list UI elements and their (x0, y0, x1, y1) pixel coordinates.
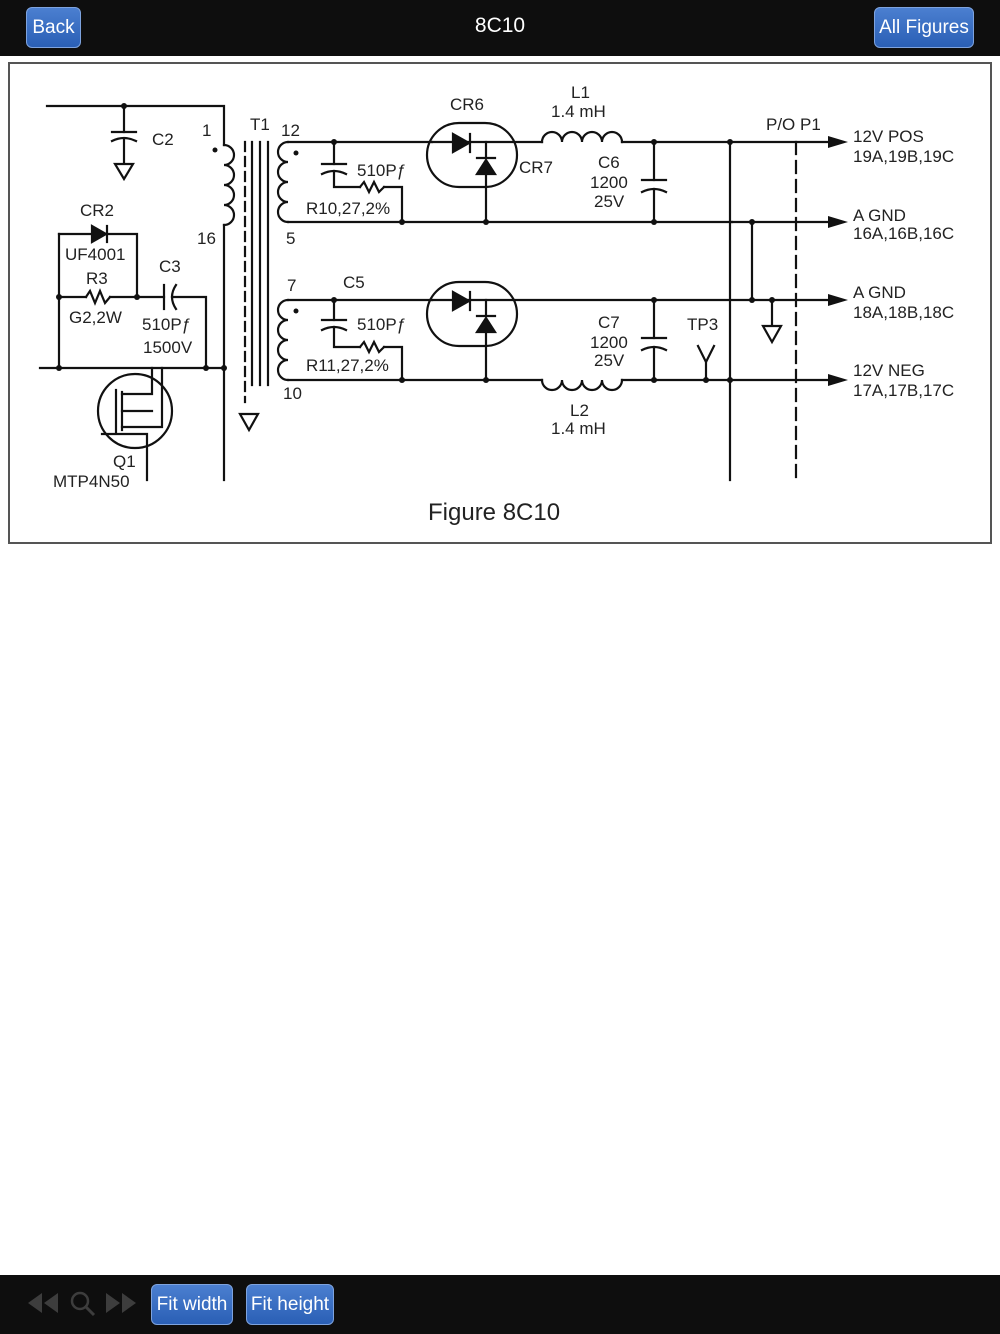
label-12v-neg: 12V NEG (853, 361, 925, 380)
label-cr6: CR6 (450, 95, 484, 114)
label-pin-10: 10 (283, 384, 302, 403)
label-c2: C2 (152, 130, 174, 149)
label-l1: L1 (571, 83, 590, 102)
label-c6: C6 (598, 153, 620, 172)
search-icon[interactable] (70, 1291, 96, 1317)
label-uf4001: UF4001 (65, 245, 125, 264)
label-c3-value: 510Pƒ (142, 315, 191, 334)
label-c7-voltage: 25V (594, 351, 625, 370)
bottom-toolbar (0, 1275, 1000, 1334)
page-title: 8C10 (474, 14, 526, 37)
label-c3: C3 (159, 257, 181, 276)
label-tp3: TP3 (687, 315, 718, 334)
top-toolbar (0, 0, 1000, 56)
label-c-510pf-upper: 510Pƒ (357, 161, 406, 180)
label-l2-value: 1.4 mH (551, 419, 606, 438)
figure-frame: C2 1 T1 12 CR6 L1 1.4 mH P/O P1 12V POS … (8, 62, 992, 544)
label-cr7: CR7 (519, 158, 553, 177)
label-c6-value: 1200 (590, 173, 628, 192)
label-g2-2w: G2,2W (69, 308, 122, 327)
label-a-gnd-2: A GND (853, 283, 906, 302)
label-l1-value: 1.4 mH (551, 102, 606, 121)
fast-forward-icon[interactable] (104, 1291, 138, 1315)
label-pin-1: 1 (202, 121, 211, 140)
label-c3-voltage: 1500V (143, 338, 193, 357)
label-c5: C5 (343, 273, 365, 292)
label-q1: Q1 (113, 452, 136, 471)
label-c-510pf-lower: 510Pƒ (357, 315, 406, 334)
label-cr2: CR2 (80, 201, 114, 220)
label-l2: L2 (570, 401, 589, 420)
label-a-gnd-1: A GND (853, 206, 906, 225)
label-r10: R10,27,2% (306, 199, 390, 218)
rewind-icon[interactable] (26, 1291, 60, 1315)
label-12v-pos-pins: 19A,19B,19C (853, 147, 954, 166)
label-pin-7: 7 (287, 276, 296, 295)
label-a-gnd-1-pins: 16A,16B,16C (853, 224, 954, 243)
label-a-gnd-2-pins: 18A,18B,18C (853, 303, 954, 322)
circuit-schematic: C2 1 T1 12 CR6 L1 1.4 mH P/O P1 12V POS … (38, 83, 954, 526)
label-12v-neg-pins: 17A,17B,17C (853, 381, 954, 400)
label-c7: C7 (598, 313, 620, 332)
label-pin-12: 12 (281, 121, 300, 140)
all-figures-button[interactable]: All Figures (874, 7, 974, 48)
label-q1-part: MTP4N50 (53, 472, 130, 491)
label-pin-5: 5 (286, 229, 295, 248)
label-r3: R3 (86, 269, 108, 288)
label-t1: T1 (250, 115, 270, 134)
label-c7-value: 1200 (590, 333, 628, 352)
label-pin-16: 16 (197, 229, 216, 248)
back-button[interactable]: Back (26, 7, 81, 48)
label-po-p1: P/O P1 (766, 115, 821, 134)
label-r11: R11,27,2% (306, 356, 389, 375)
label-c6-voltage: 25V (594, 192, 625, 211)
fit-height-button[interactable]: Fit height (246, 1284, 334, 1325)
fit-width-button[interactable]: Fit width (151, 1284, 233, 1325)
label-12v-pos: 12V POS (853, 127, 924, 146)
figure-caption: Figure 8C10 (428, 499, 560, 526)
